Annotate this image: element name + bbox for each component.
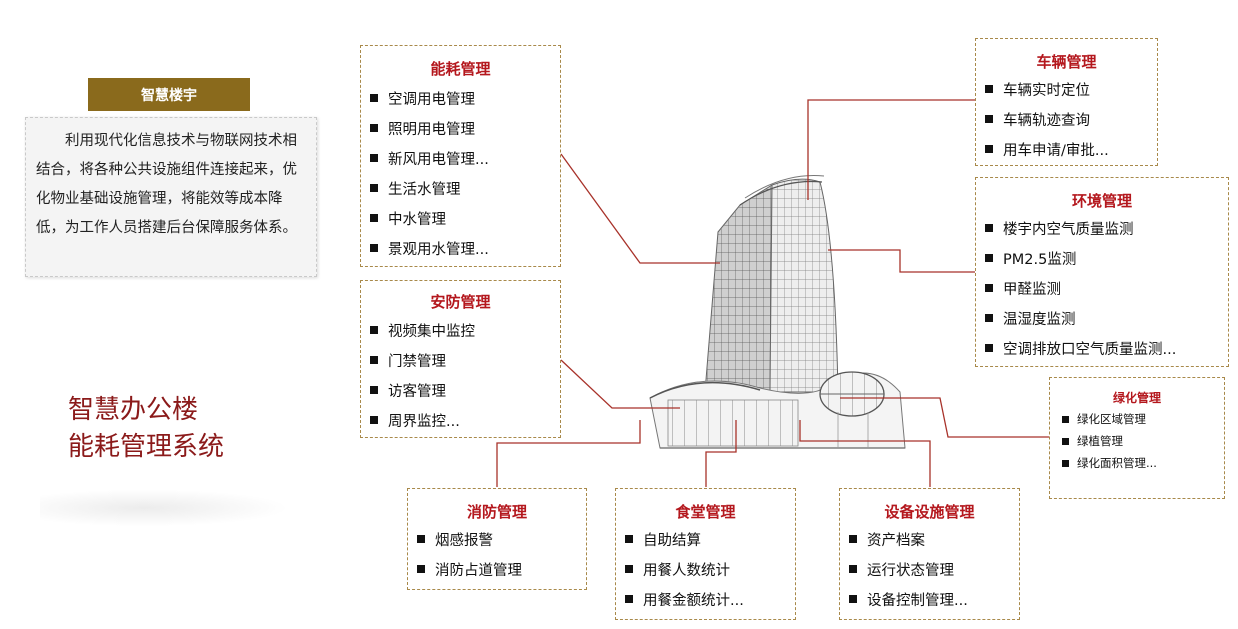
bullet-square-icon bbox=[985, 85, 993, 93]
panel-energy: 能耗管理 空调用电管理 照明用电管理 新风用电管理... 生活水管理 中水管理 … bbox=[360, 45, 561, 267]
panel-greening-title: 绿化管理 bbox=[1112, 391, 1161, 405]
bullet-square-icon bbox=[1062, 437, 1069, 445]
bullet-square-icon bbox=[370, 184, 378, 192]
bullet-square-icon bbox=[370, 386, 378, 394]
panel-security-title: 安防管理 bbox=[430, 293, 491, 311]
bullet-square-icon bbox=[370, 124, 378, 132]
list-item: 绿化面积管理... bbox=[1062, 452, 1224, 474]
list-item: 消防占道管理 bbox=[417, 554, 586, 584]
bullet-square-icon bbox=[849, 535, 857, 543]
intro-badge: 智慧楼宇 bbox=[88, 78, 250, 111]
bullet-square-icon bbox=[985, 344, 993, 352]
bullet-square-icon bbox=[370, 356, 378, 364]
tower-front-face bbox=[769, 178, 839, 393]
panel-environment-title: 环境管理 bbox=[1071, 192, 1132, 210]
list-item: 用车申请/审批... bbox=[985, 134, 1157, 164]
panel-fire-title: 消防管理 bbox=[466, 503, 527, 521]
list-item: PM2.5监测 bbox=[985, 243, 1228, 273]
list-item: 运行状态管理 bbox=[849, 554, 1019, 584]
list-item: 视频集中监控 bbox=[370, 315, 560, 345]
list-item: 空调用电管理 bbox=[370, 83, 560, 113]
list-item: 景观用水管理... bbox=[370, 233, 560, 263]
intro-description: 利用现代化信息技术与物联网技术相结合，将各种公共设施组件连接起来，优化物业基础设… bbox=[25, 117, 317, 277]
bullet-square-icon bbox=[985, 314, 993, 322]
list-item: 用餐人数统计 bbox=[625, 554, 795, 584]
bullet-square-icon bbox=[1062, 415, 1069, 423]
panel-canteen: 食堂管理 自助结算 用餐人数统计 用餐金额统计... bbox=[615, 488, 796, 620]
list-item: 周界监控... bbox=[370, 405, 560, 435]
list-item: 烟感报警 bbox=[417, 524, 586, 554]
list-item: 自助结算 bbox=[625, 524, 795, 554]
list-item: 车辆轨迹查询 bbox=[985, 104, 1157, 134]
list-item: 楼宇内空气质量监测 bbox=[985, 213, 1228, 243]
list-item: 中水管理 bbox=[370, 203, 560, 233]
list-item: 绿植管理 bbox=[1062, 430, 1224, 452]
panel-vehicle: 车辆管理 车辆实时定位 车辆轨迹查询 用车申请/审批... bbox=[975, 38, 1158, 166]
panel-equipment-title: 设备设施管理 bbox=[884, 503, 975, 521]
panel-environment: 环境管理 楼宇内空气质量监测 PM2.5监测 甲醛监测 温湿度监测 空调排放口空… bbox=[975, 177, 1229, 367]
bullet-square-icon bbox=[370, 416, 378, 424]
list-item: 用餐金额统计... bbox=[625, 584, 795, 614]
bullet-square-icon bbox=[417, 535, 425, 543]
panel-vehicle-title: 车辆管理 bbox=[1036, 53, 1097, 71]
main-title-line1: 智慧办公楼 bbox=[68, 395, 199, 425]
bullet-square-icon bbox=[417, 565, 425, 573]
bullet-square-icon bbox=[370, 214, 378, 222]
list-item: 设备控制管理... bbox=[849, 584, 1019, 614]
bullet-square-icon bbox=[849, 595, 857, 603]
panel-security: 安防管理 视频集中监控 门禁管理 访客管理 周界监控... bbox=[360, 280, 561, 438]
bullet-square-icon bbox=[985, 145, 993, 153]
bullet-square-icon bbox=[985, 254, 993, 262]
main-title-line2: 能耗管理系统 bbox=[68, 432, 225, 462]
main-title: 智慧办公楼 能耗管理系统 bbox=[68, 392, 224, 466]
list-item: 生活水管理 bbox=[370, 173, 560, 203]
panel-equipment: 设备设施管理 资产档案 运行状态管理 设备控制管理... bbox=[839, 488, 1020, 620]
bullet-square-icon bbox=[985, 115, 993, 123]
panel-greening: 绿化管理 绿化区域管理 绿植管理 绿化面积管理... bbox=[1049, 377, 1225, 499]
list-item: 甲醛监测 bbox=[985, 273, 1228, 303]
connector-lines bbox=[496, 99, 1049, 487]
bullet-square-icon bbox=[625, 535, 633, 543]
list-item: 温湿度监测 bbox=[985, 303, 1228, 333]
decorative-smudge bbox=[40, 488, 300, 528]
panel-energy-title: 能耗管理 bbox=[430, 60, 491, 78]
list-item: 门禁管理 bbox=[370, 345, 560, 375]
bullet-square-icon bbox=[1062, 459, 1069, 467]
bullet-square-icon bbox=[370, 154, 378, 162]
list-item: 空调排放口空气质量监测... bbox=[985, 333, 1228, 363]
panel-fire: 消防管理 烟感报警 消防占道管理 bbox=[407, 488, 587, 590]
bullet-square-icon bbox=[985, 284, 993, 292]
list-item: 绿化区域管理 bbox=[1062, 408, 1224, 430]
list-item: 车辆实时定位 bbox=[985, 74, 1157, 104]
bullet-square-icon bbox=[985, 224, 993, 232]
bullet-square-icon bbox=[370, 326, 378, 334]
bullet-square-icon bbox=[849, 565, 857, 573]
list-item: 照明用电管理 bbox=[370, 113, 560, 143]
bullet-square-icon bbox=[370, 94, 378, 102]
bullet-square-icon bbox=[625, 565, 633, 573]
bullet-square-icon bbox=[625, 595, 633, 603]
bullet-square-icon bbox=[370, 244, 378, 252]
panel-canteen-title: 食堂管理 bbox=[675, 503, 736, 521]
list-item: 新风用电管理... bbox=[370, 143, 560, 173]
list-item: 访客管理 bbox=[370, 375, 560, 405]
list-item: 资产档案 bbox=[849, 524, 1019, 554]
tower-left-face bbox=[704, 184, 773, 393]
